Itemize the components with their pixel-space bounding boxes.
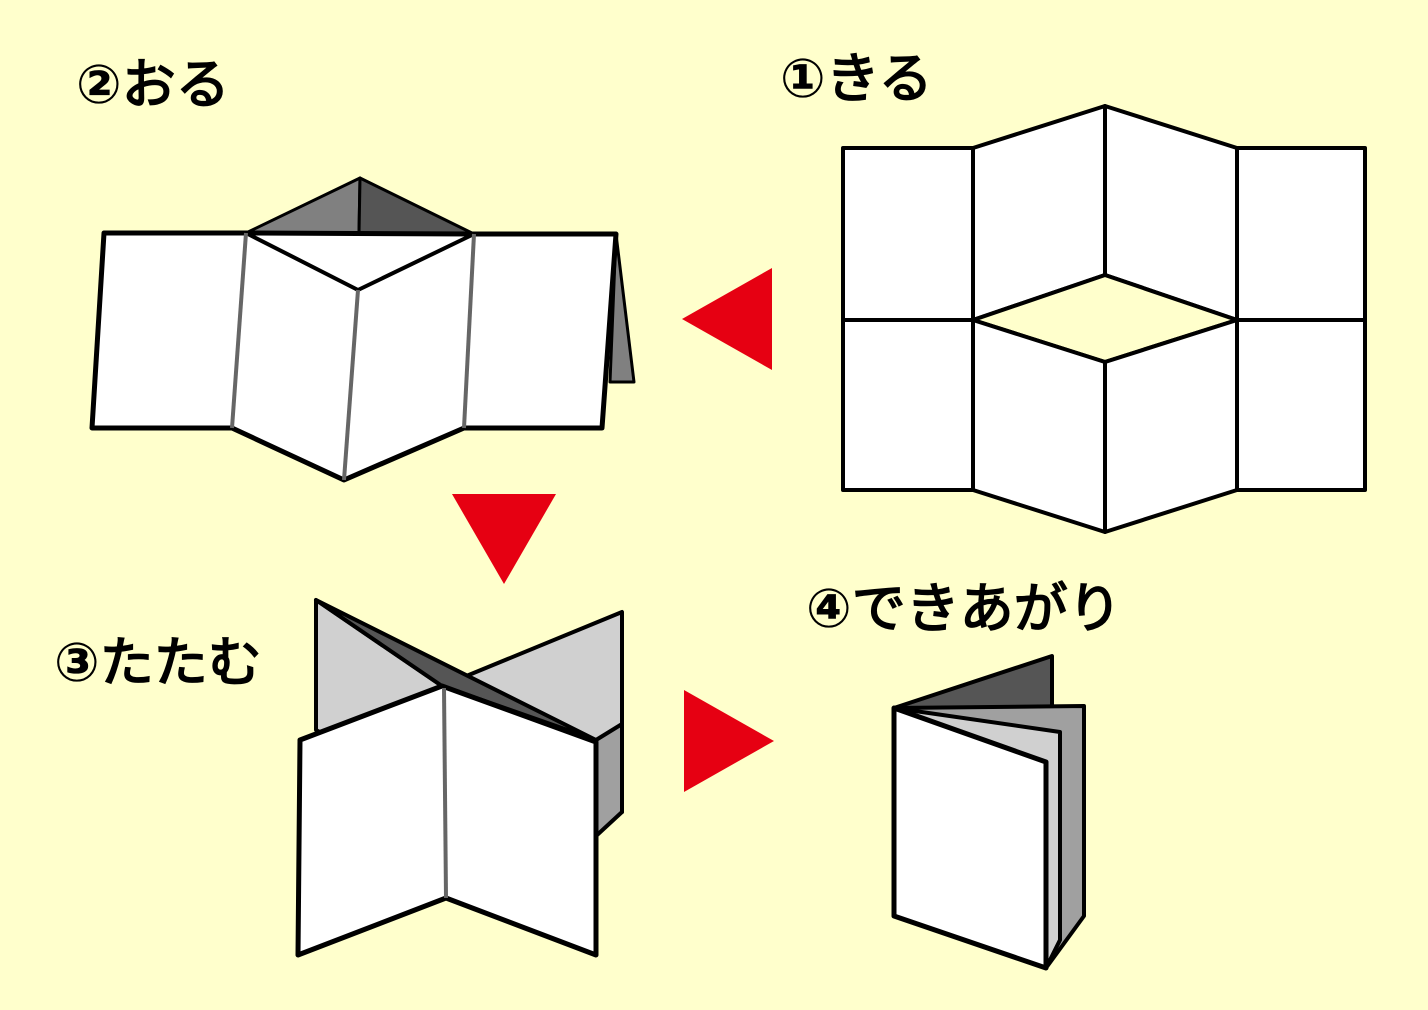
panel-bottom-right [1235, 318, 1367, 492]
step-2-folded-strip [89, 176, 636, 483]
step-1-label: ①きる [780, 52, 933, 106]
step-4-label: ④できあがり [806, 582, 1122, 636]
fold-lines [230, 232, 476, 481]
arrow-right-icon [684, 690, 774, 792]
panel-top-right [1235, 146, 1367, 322]
step-3-text: たたむ [99, 631, 262, 694]
step-2-number: ② [76, 53, 122, 116]
step-2-text: おる [121, 53, 230, 116]
fold-line [462, 233, 476, 429]
step-1-cut-sheet [841, 104, 1367, 534]
step-1-text: きる [825, 47, 933, 110]
side-pages [594, 722, 624, 838]
step-1-number: ① [780, 47, 826, 110]
arrow-left-icon [682, 268, 772, 370]
panel-top-left [841, 146, 975, 322]
fold-line [442, 687, 448, 899]
front-cover [891, 705, 1049, 971]
step-4-finished-booklet [891, 654, 1086, 971]
step-3-number: ③ [54, 631, 100, 694]
panel-bottom-left [841, 318, 975, 492]
arrow-down-icon [452, 494, 556, 584]
step-4-text: できあがり [851, 577, 1122, 640]
step-2-label: ②おる [76, 58, 230, 112]
step-3-label: ③たたむ [54, 636, 262, 690]
step-4-number: ④ [806, 577, 852, 640]
fold-line [230, 232, 248, 429]
step-3-collapsing [295, 598, 624, 958]
fold-line [342, 289, 360, 481]
